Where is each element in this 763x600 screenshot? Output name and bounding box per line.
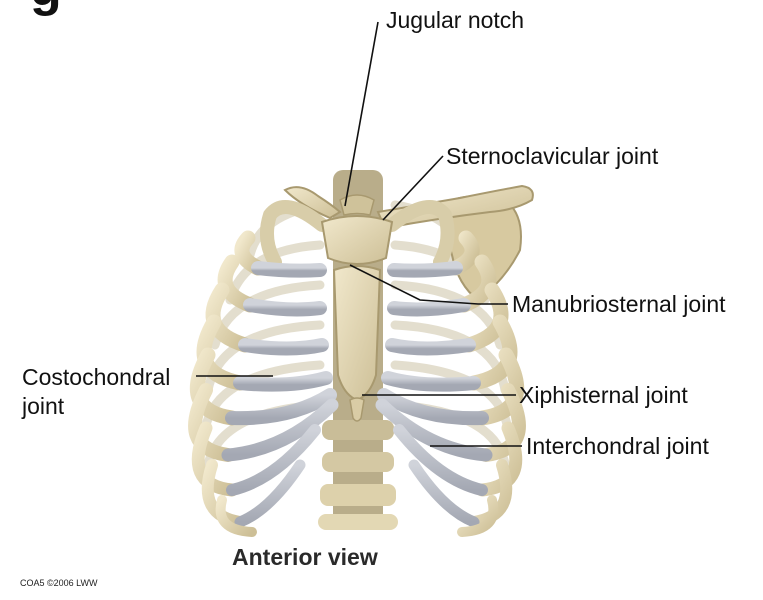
sternal-body — [334, 266, 380, 400]
label-interchondral-joint: Interchondral joint — [526, 433, 709, 459]
label-costochondral-joint-line2: joint — [22, 393, 64, 419]
label-manubriosternal-joint: Manubriosternal joint — [512, 291, 726, 317]
label-xiphisternal-joint: Xiphisternal joint — [519, 382, 688, 408]
copyright-credit: COA5 ©2006 LWW — [20, 578, 98, 588]
manubrium — [322, 216, 392, 264]
label-sternoclavicular-joint: Sternoclavicular joint — [446, 143, 658, 169]
label-jugular-notch: Jugular notch — [386, 7, 524, 33]
label-costochondral-joint-line1: Costochondral — [22, 364, 170, 390]
figure-caption: Anterior view — [232, 544, 378, 571]
